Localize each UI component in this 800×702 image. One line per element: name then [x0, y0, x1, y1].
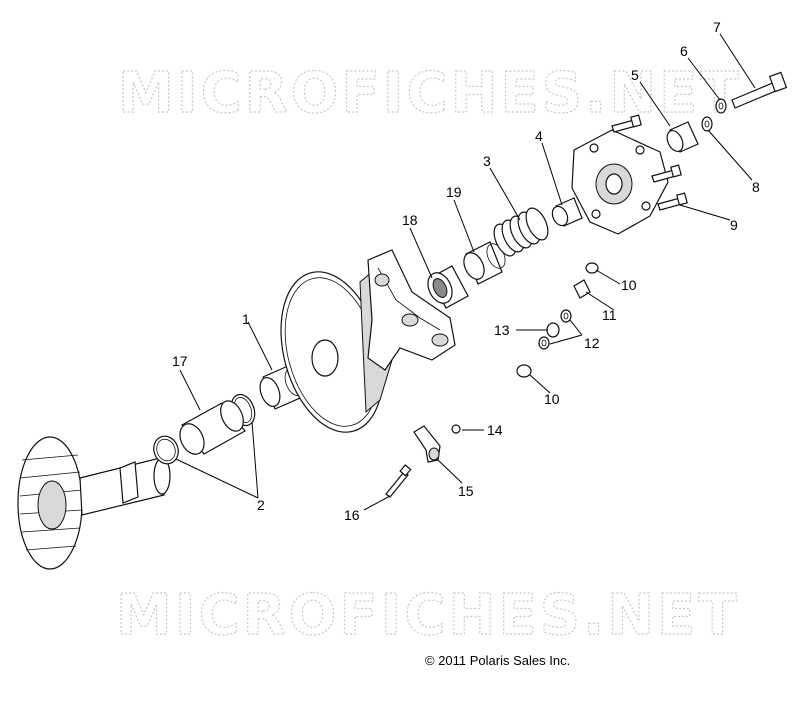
callout-5: 5 — [631, 67, 639, 83]
callout-10-upper: 10 — [621, 277, 637, 293]
part-5-spacer — [666, 121, 699, 153]
callout-10-lower: 10 — [544, 391, 560, 407]
cover-bolts — [611, 114, 688, 211]
callout-4: 4 — [535, 128, 543, 144]
leader-lines — [175, 33, 756, 511]
copyright-text: © 2011 Polaris Sales Inc. — [425, 653, 570, 668]
callout-2: 2 — [257, 497, 265, 513]
callout-19: 19 — [446, 184, 462, 200]
rollers-pins — [516, 262, 599, 378]
cover-plate — [571, 129, 669, 235]
callout-17: 17 — [172, 353, 188, 369]
callout-7: 7 — [713, 19, 721, 35]
callout-14: 14 — [487, 422, 503, 438]
callout-12: 12 — [584, 335, 600, 351]
fan-sheave-shaft — [17, 436, 171, 570]
washers — [701, 98, 727, 132]
callout-labels: 1 2 3 4 5 6 7 8 9 10 10 11 12 13 14 15 1… — [172, 19, 760, 523]
callout-13: 13 — [494, 322, 510, 338]
callout-6: 6 — [680, 43, 688, 59]
callout-1: 1 — [242, 311, 250, 327]
part-17-sleeve — [179, 400, 246, 455]
callout-16: 16 — [344, 507, 360, 523]
callout-8: 8 — [752, 179, 760, 195]
callout-3: 3 — [483, 153, 491, 169]
callout-9: 9 — [730, 217, 738, 233]
callout-11: 11 — [602, 307, 617, 323]
part-7-bolt — [731, 71, 788, 109]
part-4-bushing — [551, 197, 583, 227]
flyweight-hardware — [385, 424, 461, 498]
part-18-bearing — [427, 265, 469, 309]
part-19-bushing — [463, 241, 506, 285]
callout-18: 18 — [402, 212, 418, 228]
part-3-spring — [493, 207, 549, 257]
spider-assembly — [367, 249, 456, 371]
watermark-bottom: MICROFICHES.NET — [116, 583, 740, 648]
callout-15: 15 — [458, 483, 474, 499]
